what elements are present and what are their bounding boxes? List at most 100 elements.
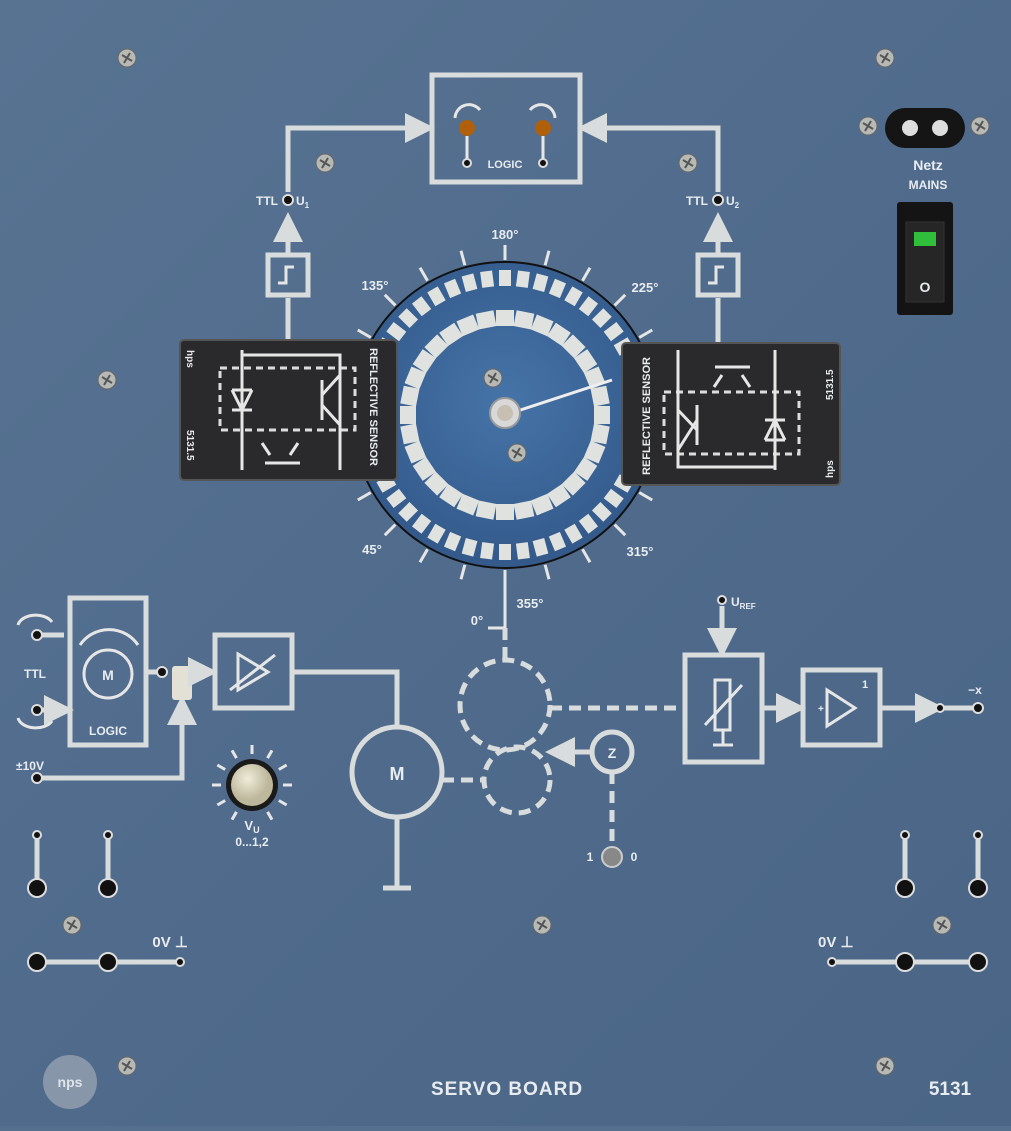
ttl-input-jack-1[interactable]	[31, 629, 43, 641]
output-amplifier	[800, 667, 883, 748]
svg-text:1: 1	[862, 679, 868, 691]
scale-tick	[459, 564, 467, 580]
svg-text:nps: nps	[58, 1074, 83, 1090]
test-jack-small[interactable]	[900, 830, 910, 840]
scale-tick	[383, 293, 397, 307]
svg-text:M: M	[102, 667, 114, 683]
disturbance-toggle[interactable]	[601, 846, 623, 868]
encoder-mark-outer	[411, 296, 432, 317]
mains-label: MAINS	[909, 178, 948, 192]
output-jack-small[interactable]	[935, 703, 945, 713]
ground-jack[interactable]	[27, 952, 47, 972]
ttl-label-u1: TTL	[256, 194, 278, 208]
scale-tick	[459, 250, 467, 266]
encoder-mark-inner	[496, 310, 514, 326]
ttl-input-jack-2[interactable]	[31, 704, 43, 716]
angle-label-135: 135°	[362, 278, 389, 293]
ground-jack[interactable]	[895, 952, 915, 972]
dial-pointer	[504, 378, 613, 417]
knob-tick	[230, 749, 238, 759]
encoder-mark-inner	[530, 493, 554, 516]
test-jack-small[interactable]	[103, 830, 113, 840]
encoder-mark-inner	[475, 310, 497, 330]
knob-tick	[216, 763, 226, 771]
encoder-mark-outer	[548, 531, 567, 552]
encoder-mark-outer	[461, 273, 478, 292]
ground-jack[interactable]	[98, 952, 118, 972]
knob-tick	[278, 763, 288, 771]
encoder-mark-inner	[496, 504, 514, 520]
netz-label: Netz	[913, 157, 943, 173]
ttl-label: TTL	[24, 667, 46, 681]
encoder-mark-inner	[513, 500, 535, 520]
output-jack[interactable]	[972, 702, 984, 714]
encoder-mark-inner	[513, 310, 535, 330]
jack-u1[interactable]	[282, 194, 294, 206]
encoder-mark-inner	[546, 322, 571, 346]
screw-icon	[532, 915, 552, 935]
sensor-model-right: 5131.5	[825, 369, 836, 400]
encoder-mark-outer	[532, 273, 549, 292]
encoder-mark-outer	[532, 538, 549, 557]
sensor-brand-left: hps	[184, 350, 195, 368]
sensor-model-left: 5131.5	[184, 430, 195, 461]
socket-jack[interactable]	[98, 878, 118, 898]
reflective-sensor-right: REFLECTIVE SENSOR hps 5131.5	[621, 342, 841, 486]
motor-logic-label: LOGIC	[89, 724, 127, 738]
motor-symbol-small	[82, 648, 134, 700]
encoder-mark-inner	[546, 484, 571, 508]
encoder-mark-outer	[578, 513, 599, 534]
uref-jack[interactable]	[717, 595, 727, 605]
mains-switch[interactable]: O	[897, 202, 953, 315]
voltage-knob[interactable]	[231, 764, 273, 806]
ground-jack[interactable]	[968, 952, 988, 972]
mains-socket[interactable]	[885, 108, 965, 148]
scale-tick	[357, 491, 372, 502]
jack-u2[interactable]	[712, 194, 724, 206]
selector-switch[interactable]	[172, 666, 192, 700]
encoder-mark-outer	[461, 538, 478, 557]
board-title: SERVO BOARD	[431, 1079, 583, 1100]
led-right	[535, 120, 551, 136]
ttl-label-u2: TTL	[686, 194, 708, 208]
svg-text:+: +	[818, 704, 824, 715]
jack[interactable]	[462, 158, 472, 168]
socket-jack[interactable]	[968, 878, 988, 898]
scale-tick	[613, 293, 627, 307]
logic-output-jack[interactable]	[156, 666, 168, 678]
ground-label-left: 0V ⊥	[152, 934, 188, 951]
encoder-mark-outer	[578, 296, 599, 317]
encoder-mark-inner	[590, 385, 610, 407]
encoder-mark-inner	[400, 406, 416, 424]
supply-jack[interactable]	[31, 772, 43, 784]
knob-tick	[230, 811, 238, 821]
led-left	[459, 120, 475, 136]
test-jack-small[interactable]	[973, 830, 983, 840]
encoder-mark-inner	[590, 423, 610, 445]
encoder-mark-outer	[603, 488, 624, 509]
encoder-mark-outer	[548, 278, 567, 299]
logic-label: LOGIC	[488, 159, 523, 171]
ground-jack[interactable]	[827, 957, 837, 967]
knob-label: VU	[244, 818, 259, 835]
knob-tick	[278, 799, 288, 807]
scale-tick	[418, 548, 429, 563]
encoder-mark-inner	[574, 456, 598, 481]
u2-label: U2	[726, 194, 740, 210]
svg-text:Z: Z	[608, 745, 617, 761]
encoder-mark-inner	[561, 471, 586, 496]
encoder-mark-inner	[439, 322, 464, 346]
board-number: 5131	[929, 1079, 972, 1100]
ground-jack[interactable]	[175, 957, 185, 967]
socket-jack[interactable]	[27, 878, 47, 898]
scale-tick	[543, 250, 551, 266]
socket-jack[interactable]	[895, 878, 915, 898]
schmitt-trigger-right	[695, 252, 741, 298]
jack[interactable]	[538, 158, 548, 168]
encoder-mark-inner	[456, 493, 480, 516]
sensor-label-left: REFLECTIVE SENSOR	[367, 348, 379, 466]
encoder-mark-inner	[530, 314, 554, 337]
test-jack-small[interactable]	[32, 830, 42, 840]
nps-logo	[43, 1055, 97, 1109]
encoder-mark-inner	[456, 314, 480, 337]
